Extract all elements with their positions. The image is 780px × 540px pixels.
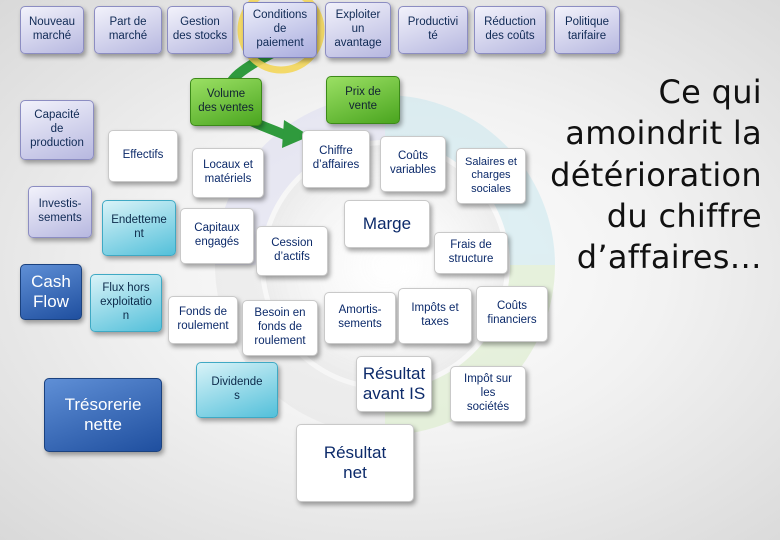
box-dividendes: Dividende s [196,362,278,418]
box-reduction-couts: Réduction des coûts [474,6,546,54]
box-impots-taxes: Impôts et taxes [398,288,472,344]
box-fonds-roulement: Fonds de roulement [168,296,238,344]
box-besoin-fonds-roulement: Besoin en fonds de roulement [242,300,318,356]
headline: Ce qui amoindrit la détérioration du chi… [532,72,762,278]
box-exploiter-avantage: Exploiter un avantage [325,2,391,58]
box-effectifs: Effectifs [108,130,178,182]
box-politique-tarifaire: Politique tarifaire [554,6,620,54]
box-prix-vente: Prix de vente [326,76,400,124]
box-nouveau-marche: Nouveau marché [20,6,84,54]
box-productivite: Productivi té [398,6,468,54]
box-frais-structure: Frais de structure [434,232,508,274]
box-endettement: Endetteme nt [102,200,176,256]
box-cession-actifs: Cession d’actifs [256,226,328,276]
box-resultat-avant-is: Résultat avant IS [356,356,432,412]
box-flux-hors-exploitation: Flux hors exploitatio n [90,274,162,332]
box-volume-ventes: Volume des ventes [190,78,262,126]
box-investissements: Investis- sements [28,186,92,238]
box-gestion-stocks: Gestion des stocks [167,6,233,54]
box-couts-variables: Coûts variables [380,136,446,192]
box-couts-financiers: Coûts financiers [476,286,548,342]
box-chiffre-affaires: Chiffre d’affaires [302,130,370,188]
box-capacite-production: Capacité de production [20,100,94,160]
box-cash-flow: Cash Flow [20,264,82,320]
box-salaires-charges: Salaires et charges sociales [456,148,526,204]
box-part-marche: Part de marché [94,6,162,54]
box-amortissements: Amortis- sements [324,292,396,344]
box-locaux-materiels: Locaux et matériels [192,148,264,198]
box-capitaux-engages: Capitaux engagés [180,208,254,264]
box-resultat-net: Résultat net [296,424,414,502]
box-tresorerie-nette: Trésorerie nette [44,378,162,452]
box-conditions-paiement: Conditions de paiement [243,2,317,58]
box-marge: Marge [344,200,430,248]
box-impot-societes: Impôt sur les sociétés [450,366,526,422]
